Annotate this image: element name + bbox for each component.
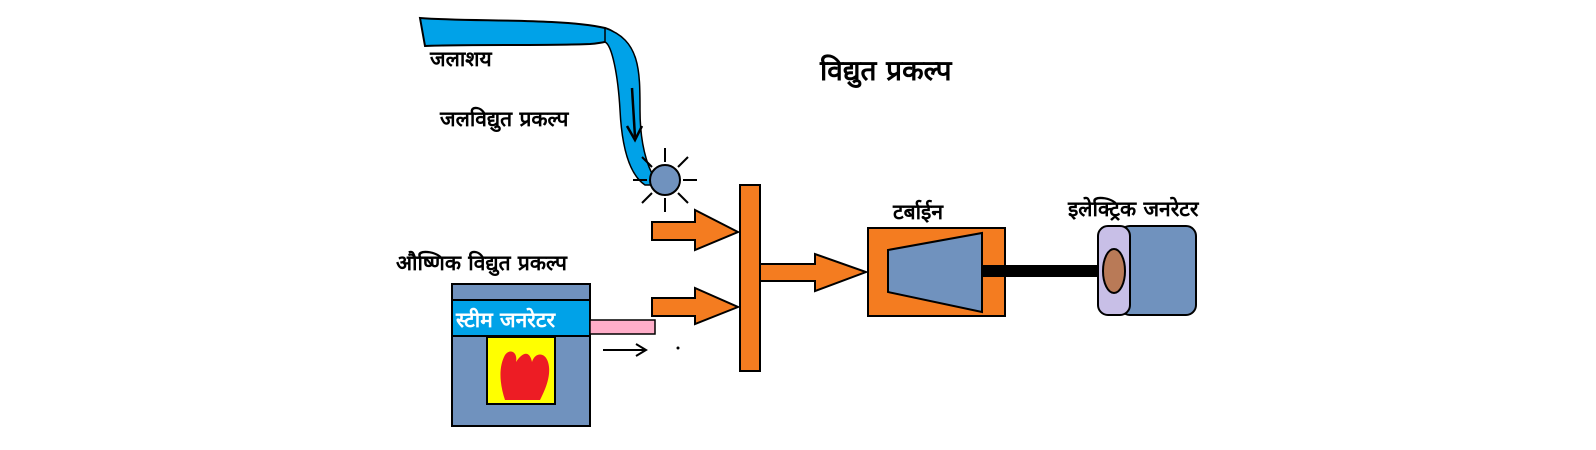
reservoir-label: जलाशय (429, 47, 493, 71)
reservoir (418, 16, 617, 48)
water-flow-arrow (625, 87, 644, 143)
drive-shaft (982, 265, 1112, 277)
steam-pipe (589, 319, 656, 335)
water-wheel (633, 148, 697, 212)
turbine-label: टर्बाईन (892, 199, 944, 224)
hydro-plant-label: जलविद्युत प्रकल्प (439, 106, 570, 133)
electric-generator-label: इलेक्ट्रिक जनरेटर (1067, 196, 1200, 221)
firebox (486, 336, 556, 405)
thermal-input-arrow (651, 286, 741, 326)
thermal-plant-label: औष्णिक विद्युत प्रकल्प (396, 250, 568, 277)
flame-icon (500, 351, 550, 400)
hydro-input-arrow (651, 208, 741, 252)
steam-flow-arrow (603, 343, 648, 357)
turbine-input-arrow (759, 252, 869, 293)
input-shaft (739, 184, 761, 372)
steam-generator-label: स्टीम जनरेटर (455, 307, 556, 332)
electric-generator (1097, 225, 1197, 316)
dot-mark (676, 346, 680, 350)
diagram-title: विद्युत प्रकल्प (819, 54, 953, 88)
